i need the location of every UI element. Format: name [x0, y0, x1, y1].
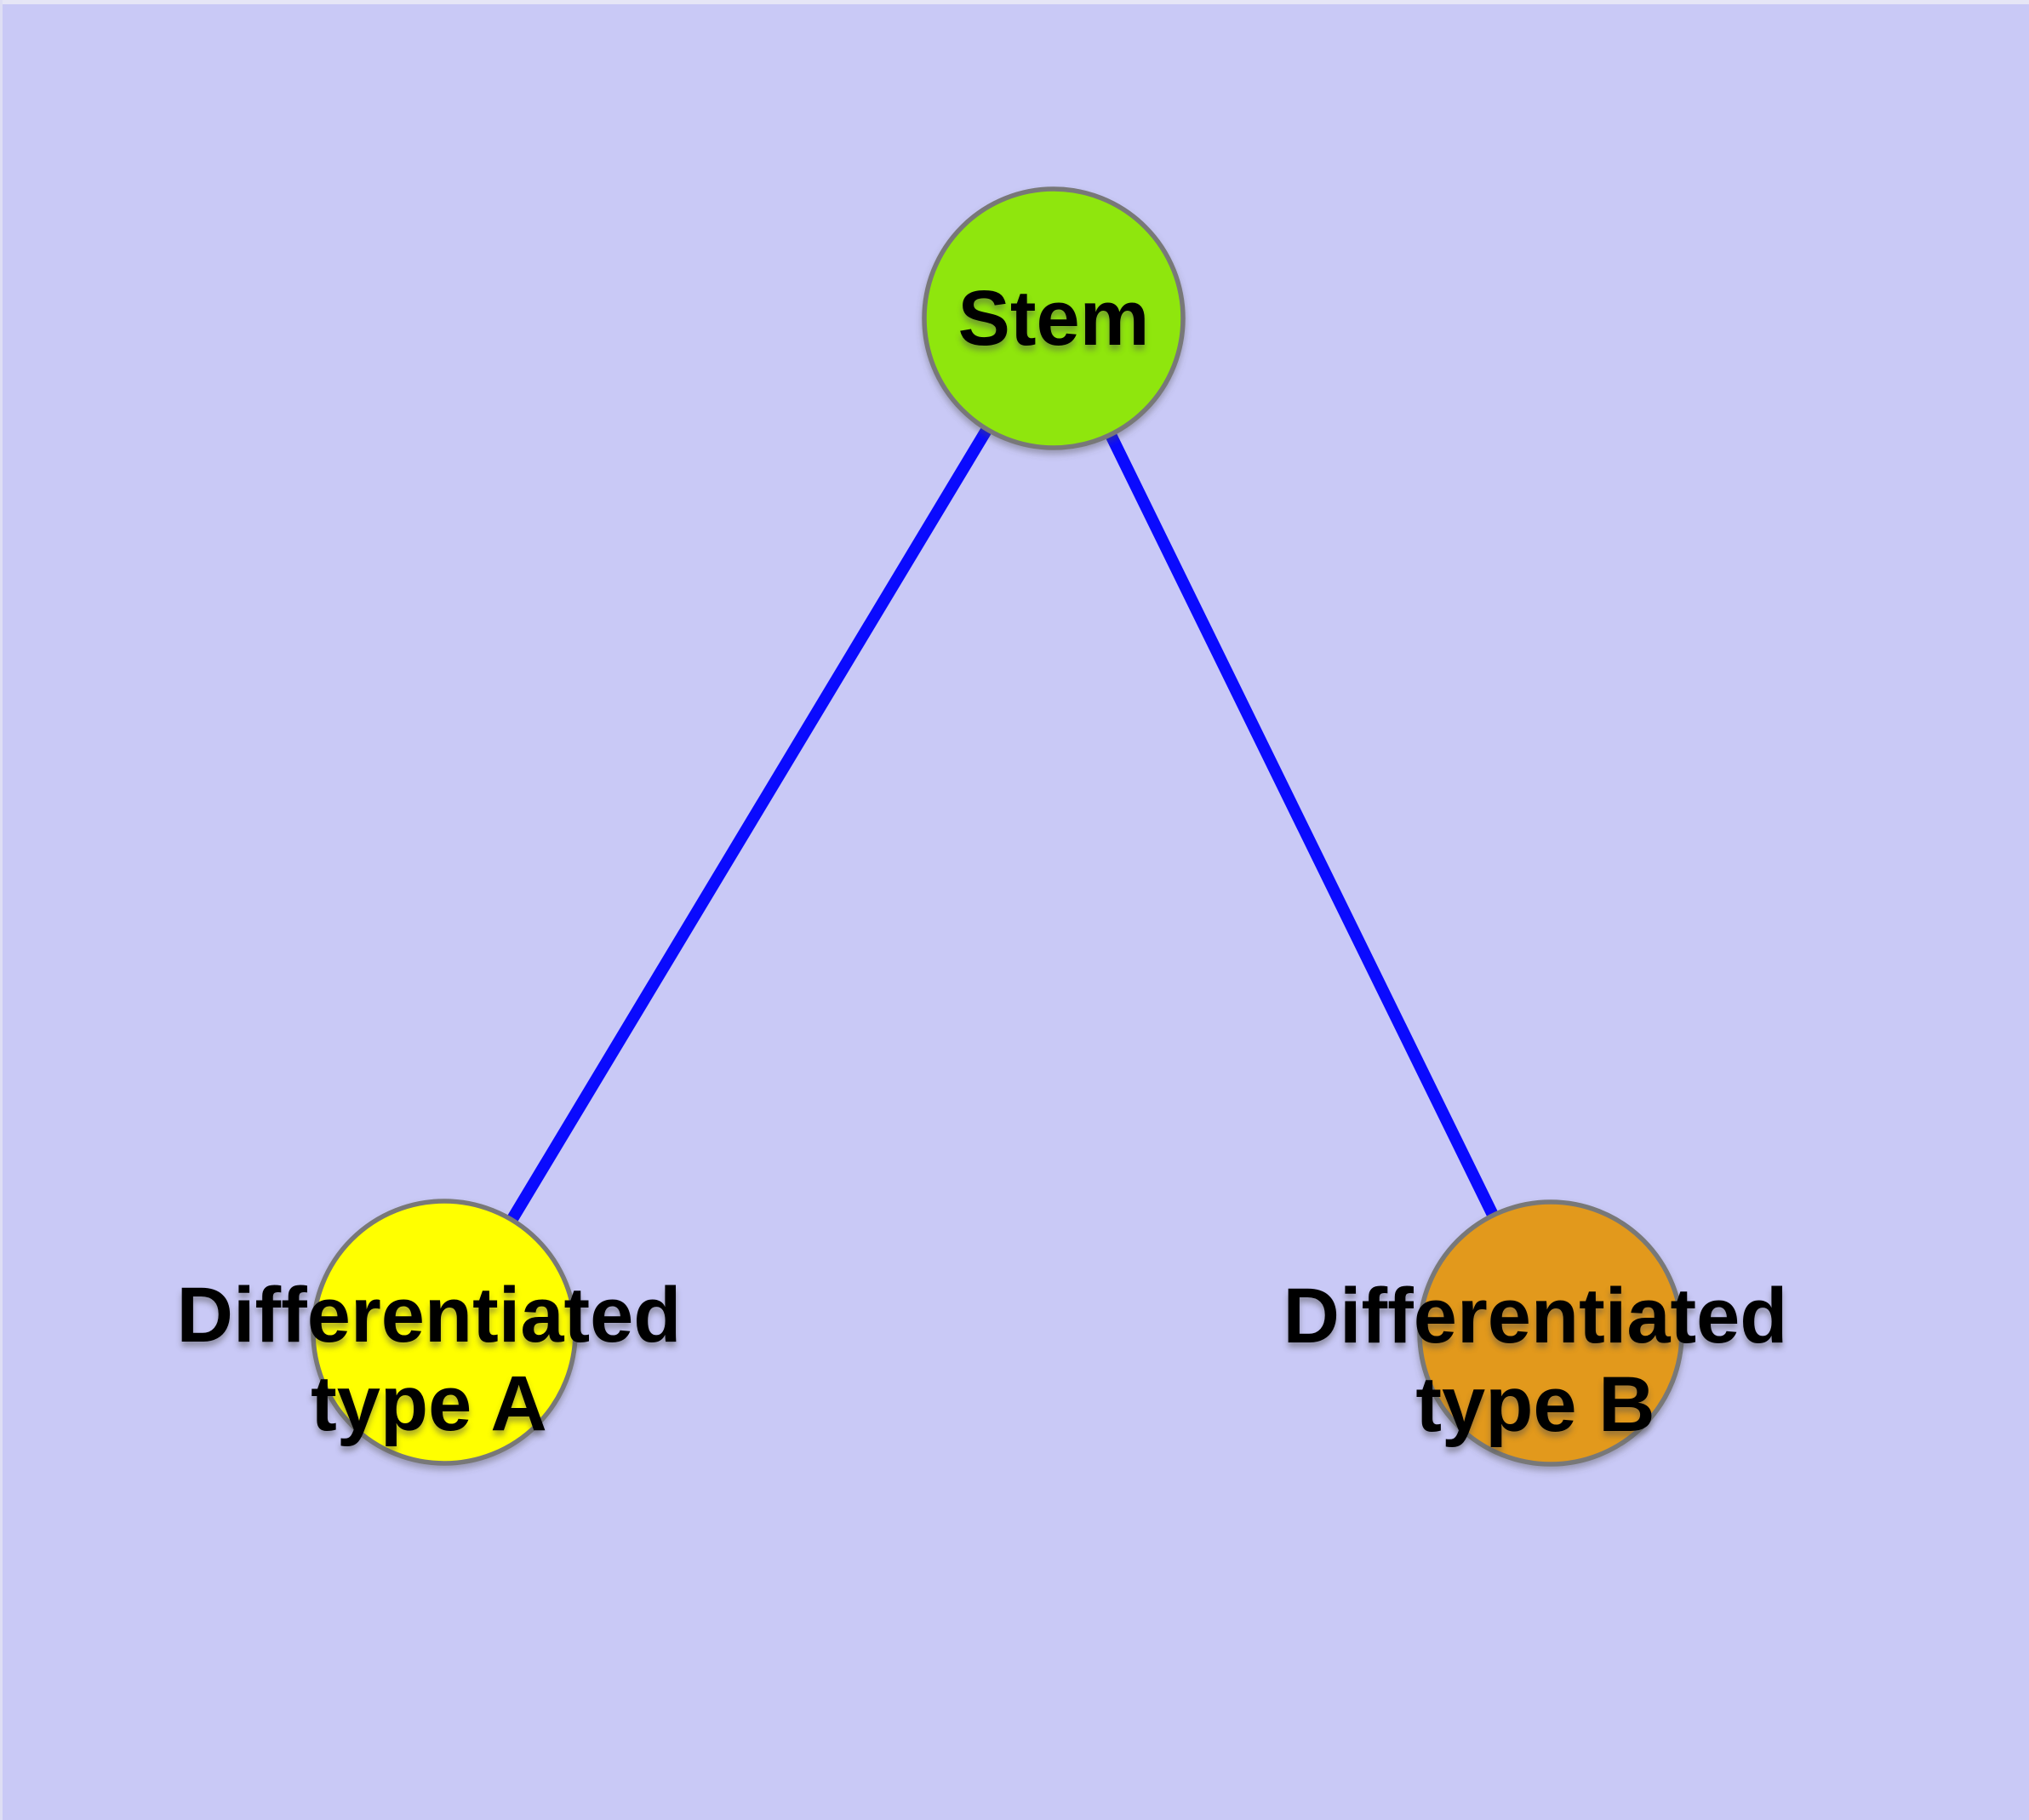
edge-stem-to-differentiated-type-b [1048, 315, 1557, 1336]
node-differentiated-type-a[interactable] [311, 1199, 578, 1466]
nodes-layer [311, 186, 1684, 1467]
left-edge-highlight [0, 0, 3, 1820]
top-edge-highlight [0, 0, 2029, 4]
edges-layer [439, 315, 1557, 1336]
edge-stem-to-differentiated-type-a [439, 315, 1059, 1336]
node-differentiated-type-b[interactable] [1417, 1199, 1684, 1467]
node-stem[interactable] [922, 186, 1186, 450]
